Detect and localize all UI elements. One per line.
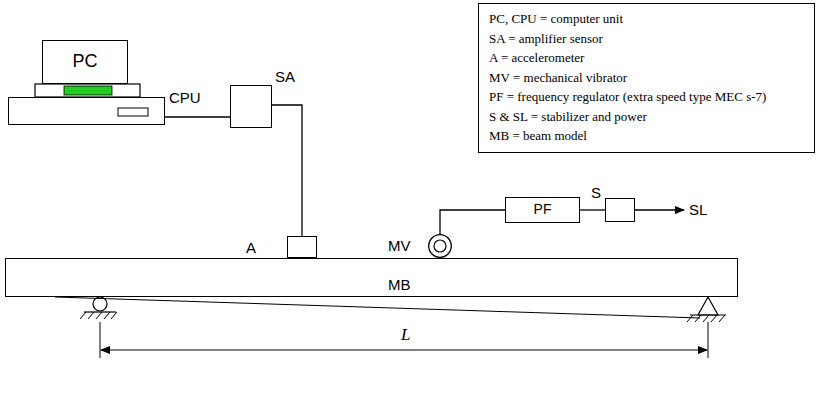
deflection-line [55,297,700,318]
node-label: PF [506,198,579,221]
signal-wire [272,105,302,236]
legend-row: MB = beam model [489,126,806,146]
legend-text: MV = mechanical vibrator [489,70,627,85]
node-label: CPU [169,89,324,106]
dimension-line [101,349,707,350]
dimension-tick [100,322,101,358]
legend-text: S & SL = stabilizer and power [489,109,647,124]
legend-row: PC, CPU = computer unit [489,9,806,29]
accelerometer-box: A [287,236,317,258]
ground-hatch [80,312,117,319]
vibrator-symbol [428,234,452,258]
signal-wire [580,209,605,210]
green-panel [64,86,112,95]
legend-row: SA = amplifier sensor [489,29,806,49]
legend-text: PF = frequency regulator (extra speed ty… [489,89,766,104]
node-label: S [591,184,619,201]
monitor-box: PC [42,40,128,84]
cpu-box: CPU [8,97,165,125]
node-label: A [246,239,274,256]
roller-support [93,297,107,311]
legend-row: MV = mechanical vibrator [489,68,806,88]
legend-text: SA = amplifier sensor [489,31,603,46]
legend-box: PC, CPU = computer unit SA = amplifier se… [478,3,815,153]
amplifier-box: SA [230,85,272,128]
node-label: SA [275,68,315,85]
power-label: SL [689,201,707,218]
signal-wire [440,210,505,234]
node-label: MV [388,237,412,254]
regulator-box: PF [505,197,580,223]
beam-model: MB [5,258,738,297]
ground-hatch [687,315,725,322]
legend-text: PC, CPU = computer unit [489,11,623,26]
legend-row: S & SL = stabilizer and power [489,107,806,127]
drive-slot [118,108,148,116]
power-arrow [635,209,684,210]
dimension-tick [708,322,709,358]
monitor-base [35,84,140,97]
legend-text: MB = beam model [489,128,587,143]
legend-text: A = accelerometer [489,50,584,65]
dimension-label: L [401,325,410,345]
legend-row: PF = frequency regulator (extra speed ty… [489,87,806,107]
node-label: MB [388,276,818,293]
stabilizer-box: S [605,198,635,222]
node-label: PC [43,41,127,82]
ground-line [84,311,116,312]
legend-row: A = accelerometer [489,48,806,68]
vibrator-circle: MV [428,234,452,258]
pin-support [698,297,718,315]
signal-wire [165,116,230,117]
